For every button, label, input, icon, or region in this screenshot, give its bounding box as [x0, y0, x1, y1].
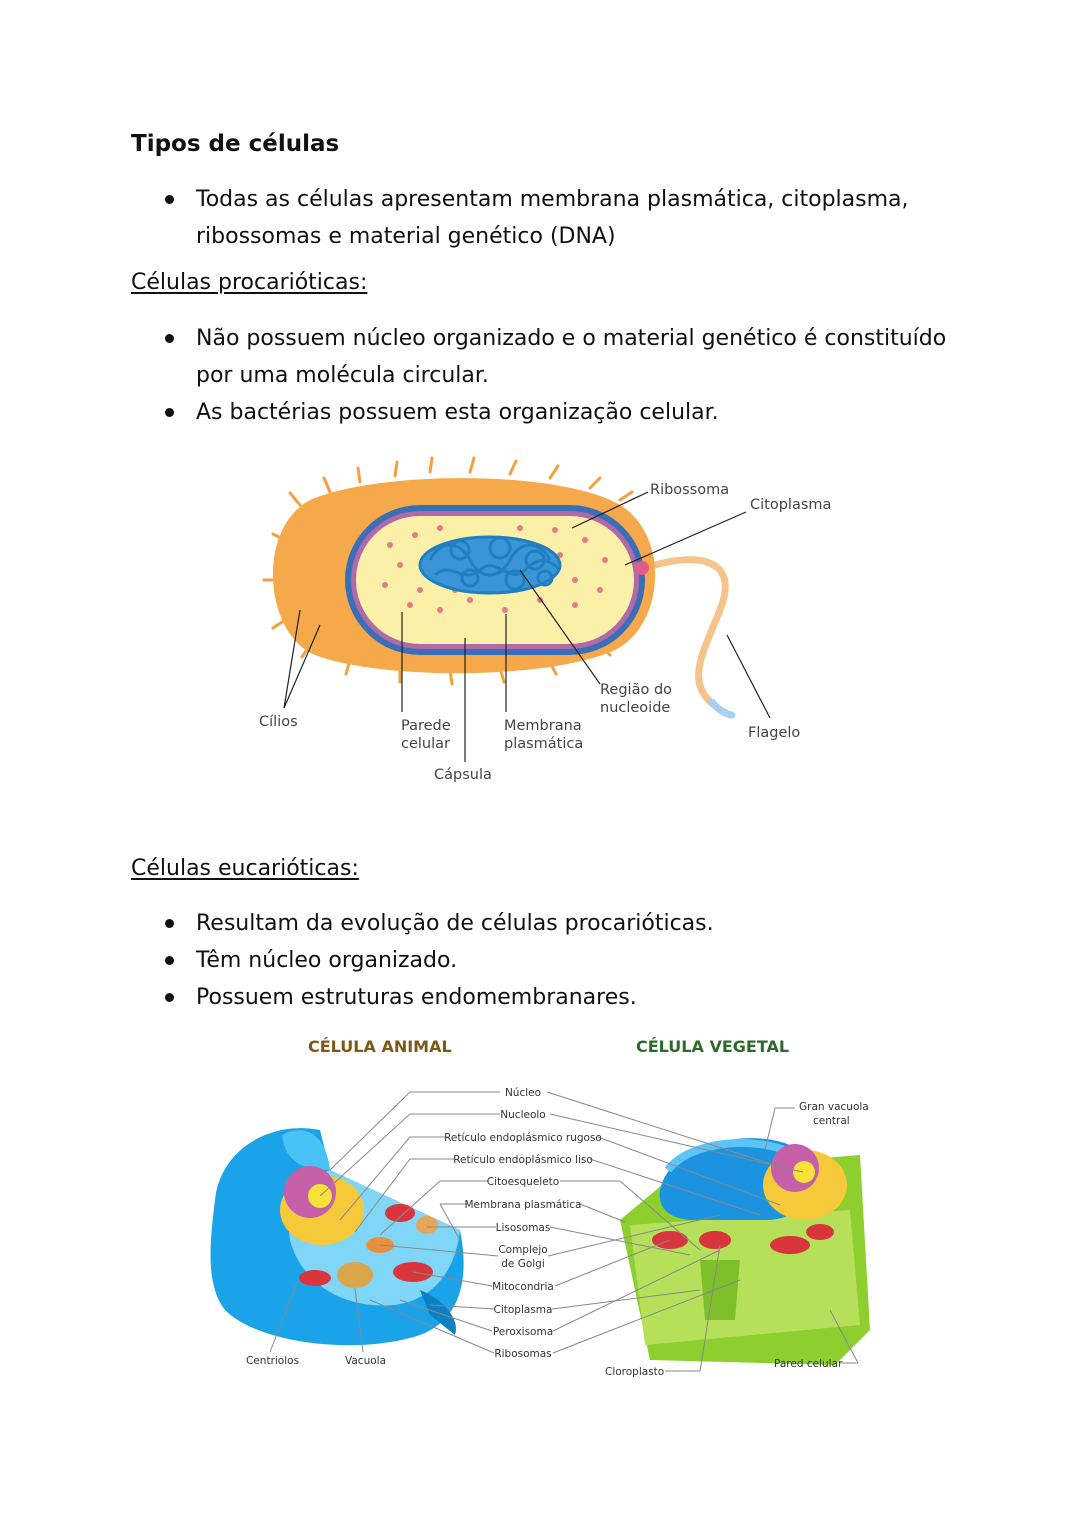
label-parede-2: celular: [401, 736, 450, 752]
animal-cell-title: CÉLULA ANIMAL: [308, 1037, 452, 1056]
label-flagelo: Flagelo: [748, 725, 800, 741]
label-rer: Retículo endoplásmico rugoso: [444, 1132, 602, 1144]
leader-lines: [283, 491, 771, 762]
list-item: Têm núcleo organizado.: [0, 942, 976, 979]
label-nucleoide-2: nucleoide: [600, 700, 670, 716]
prokaryotic-labels: Ribossoma Citoplasma Cílios Parede celul…: [259, 482, 831, 783]
label-ribossoma: Ribossoma: [650, 482, 729, 498]
label-ribosomas: Ribosomas: [494, 1348, 551, 1360]
side-labels: Centriolos Vacuola Gran vacuola central …: [246, 1101, 869, 1378]
label-mitocondria: Mitocondria: [492, 1281, 554, 1293]
prokaryotic-list: Não possuem núcleo organizado e o materi…: [0, 320, 976, 431]
label-membrana: Membrana plasmática: [465, 1199, 582, 1211]
eukaryotic-list: Resultam da evolução de células procarió…: [0, 905, 976, 1016]
bacterium: [262, 456, 736, 719]
label-cilios: Cílios: [259, 714, 298, 730]
ribosomes: [382, 525, 608, 613]
section-title-prokaryotic: Células procarióticas:: [131, 270, 368, 295]
list-item: Não possuem núcleo organizado e o materi…: [0, 320, 976, 394]
label-pared-celular: Pared celular: [774, 1358, 843, 1370]
label-rel: Retículo endoplásmico liso: [453, 1154, 593, 1166]
label-nucleoide-1: Região do: [600, 682, 672, 698]
label-centriolos: Centriolos: [246, 1355, 299, 1367]
label-membrana-1: Membrana: [504, 718, 582, 734]
label-capsula: Cápsula: [434, 767, 492, 783]
plant-cell: [620, 1138, 870, 1365]
label-vacuola: Vacuola: [345, 1355, 386, 1367]
intro-list: Todas as células apresentam membrana pla…: [0, 181, 976, 255]
list-item: Possuem estruturas endomembranares.: [0, 979, 976, 1016]
label-lisosomas: Lisosomas: [496, 1222, 551, 1234]
label-golgi-1: Complejo: [498, 1244, 547, 1256]
label-citoesqueleto: Citoesqueleto: [487, 1176, 559, 1188]
page-title: Tipos de células: [131, 131, 340, 157]
animal-cell: [210, 1128, 464, 1346]
list-item: Resultam da evolução de células procarió…: [0, 905, 976, 942]
eukaryotic-leader-lines: [269, 1091, 859, 1372]
flagellum: [641, 556, 734, 719]
label-citoplasma: Citoplasma: [494, 1304, 553, 1316]
label-peroxisoma: Peroxisoma: [493, 1326, 553, 1338]
label-citoplasma: Citoplasma: [750, 497, 831, 513]
label-cloroplasto: Cloroplasto: [605, 1366, 664, 1378]
label-gran-vacuola-1: Gran vacuola: [799, 1101, 869, 1113]
section-title-eukaryotic: Células eucarióticas:: [131, 856, 359, 881]
list-item: Todas as células apresentam membrana pla…: [0, 181, 976, 255]
label-gran-vacuola-2: central: [813, 1115, 850, 1127]
plant-cell-title: CÉLULA VEGETAL: [636, 1037, 789, 1056]
nucleoid-dna: [418, 535, 562, 595]
label-parede-1: Parede: [401, 718, 451, 734]
capsule: [272, 478, 656, 674]
label-membrana-2: plasmática: [504, 736, 583, 752]
list-item: As bactérias possuem esta organização ce…: [0, 394, 976, 431]
center-labels: Núcleo Nucleolo Retículo endoplásmico ru…: [444, 1087, 602, 1360]
label-nucleo: Núcleo: [505, 1087, 541, 1099]
cell-wall: [345, 505, 645, 655]
label-golgi-2: de Golgi: [501, 1258, 545, 1270]
cilia: [262, 456, 634, 686]
cytoplasm: [356, 516, 634, 644]
label-nucleolo: Nucleolo: [500, 1109, 545, 1121]
